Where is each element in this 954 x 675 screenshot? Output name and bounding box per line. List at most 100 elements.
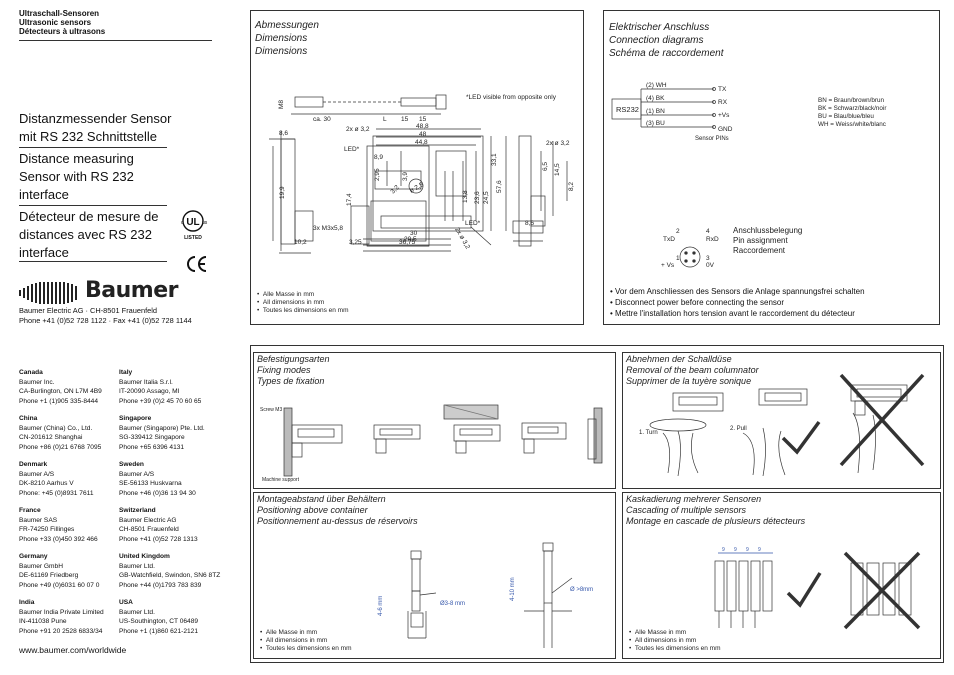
- mounting-drawings: 4-6 mm Ø3-8 mm 4-10 mm Ø >8mm: [378, 542, 593, 648]
- removal-heading: Abnehmen der Schalldüse Removal of the b…: [626, 354, 759, 386]
- removal-panel: Abnehmen der Schalldüse Removal of the b…: [622, 352, 941, 489]
- title-german: Distanzmessender Sensor mit RS 232 Schni…: [19, 111, 172, 144]
- dim-57-6: 57,6: [496, 180, 503, 193]
- dim-3-9: 3,9: [402, 172, 409, 181]
- cascading-heading: Kaskadierung mehrerer Sensoren Cascading…: [626, 494, 806, 526]
- dim-6-5: 6,5: [542, 162, 549, 171]
- dim-3-25: 3,25: [349, 239, 362, 246]
- pitch-3: 9: [746, 547, 749, 553]
- wire-wh: (2) WH: [646, 82, 667, 89]
- cascading-notes: • Alle Masse in mm • All dimensions in m…: [629, 629, 721, 653]
- dim-23-6: 23,6: [474, 191, 481, 204]
- screw-label: Screw M3: [260, 407, 283, 413]
- dim-15b: 15: [419, 116, 427, 123]
- wire-bk: (4) BK: [646, 95, 665, 102]
- pin-3: 3: [706, 255, 710, 262]
- pin-4: 4: [706, 228, 710, 235]
- document-header: Ultraschall-Sensoren Ultrasonic sensors …: [19, 9, 105, 36]
- dim-17-4: 17,4: [346, 193, 353, 206]
- note-line: • All dimensions in mm: [257, 299, 325, 306]
- company-phone: Phone +41 (0)52 728 1122 · Fax +41 (0)52…: [19, 316, 192, 325]
- bullet-item: • Mettre l'installation hors tension ava…: [610, 309, 855, 318]
- legend-bn: BN = Braun/brown/brun: [818, 97, 884, 104]
- note-line: • Alle Masse in mm: [629, 629, 687, 636]
- svg-text:LISTED: LISTED: [184, 235, 202, 241]
- mount-dim-3-8: Ø3-8 mm: [440, 601, 465, 607]
- svg-text:us: us: [202, 220, 208, 226]
- dimensions-notes: • Alle Masse in mm • All dimensions in m…: [257, 291, 349, 315]
- signal-gnd: GND: [718, 126, 733, 133]
- dimensions-panel: Abmessungen Dimensions Dimensions *LED v…: [250, 10, 584, 325]
- pin-2: 2: [676, 228, 680, 235]
- ce-mark: [187, 256, 207, 272]
- dim-ca30: ca. 30: [313, 116, 331, 123]
- electrical-panel: Elektrischer Anschluss Connection diagra…: [603, 10, 940, 325]
- mount-dim-4-6: 4-6 mm: [378, 596, 384, 616]
- dim-led: LED*: [344, 146, 360, 153]
- pin-0v: 0V: [706, 262, 715, 269]
- dim-24-5: 24,5: [483, 191, 490, 204]
- website-link[interactable]: www.baumer.com/worldwide: [19, 645, 127, 655]
- pin-assignment-heading: Anschlussbelegung Pin assignment Raccord…: [733, 226, 803, 255]
- note-line: • Toutes les dimensions en mm: [629, 645, 721, 652]
- title-rule-2: [19, 205, 167, 206]
- led-visibility-note: *LED visible from opposite only: [466, 94, 556, 101]
- header-line-1: Ultraschall-Sensoren: [19, 9, 100, 18]
- dim-hole: 2x ø 3,2: [346, 126, 370, 133]
- bullet-item: • Vor dem Anschliessen des Sensors die A…: [610, 287, 865, 296]
- pin-txd: TxD: [663, 236, 675, 243]
- note-line: • Toutes les dimensions en mm: [257, 307, 349, 314]
- header-rule: [19, 40, 212, 41]
- dim-8-9: 8,9: [374, 154, 383, 161]
- dim-8-2: 8,2: [568, 182, 575, 191]
- dim-20-5: 20,5: [404, 236, 417, 243]
- dim-l: L: [383, 116, 387, 123]
- electrical-heading: Elektrischer Anschluss Connection diagra…: [609, 22, 724, 59]
- dim-14-5: 14,5: [554, 163, 561, 176]
- title-rule-3: [19, 261, 167, 262]
- note-line: • All dimensions in mm: [629, 637, 697, 644]
- pin-1: 1: [676, 255, 680, 262]
- dim-48: 48: [419, 131, 427, 138]
- mount-dim-4-10: 4-10 mm: [510, 577, 516, 601]
- safety-bullets: • Vor dem Anschliessen des Sensors die A…: [610, 286, 865, 319]
- signal-rx: RX: [718, 99, 728, 106]
- note-line: • Alle Masse in mm: [257, 291, 315, 298]
- mounting-panel: Montageabstand über Behältern Positionin…: [253, 492, 616, 659]
- fixing-panel: Befestigungsarten Fixing modes Types de …: [253, 352, 616, 489]
- bullet-item: • Disconnect power before connecting the…: [610, 298, 785, 307]
- dim-13-8: 13,8: [462, 190, 469, 203]
- cascading-drawings: 9 9 9 9: [714, 547, 921, 630]
- dimension-drawing: M8 ca. 30 L 15 15 8,6 2x ø 3,2 48,8 48 4…: [269, 94, 575, 254]
- pitch-4: 9: [758, 547, 761, 553]
- legend-wh: WH = Weiss/white/blanc: [818, 121, 886, 128]
- dim-44-8: 44,8: [415, 139, 428, 146]
- mounting-heading: Montageabstand über Behältern Positionin…: [257, 494, 418, 526]
- dim-hole-3: 2x ø 3,2: [546, 140, 570, 147]
- title-english: Distance measuring Sensor with RS 232 in…: [19, 151, 134, 202]
- wire-bu: (3) BU: [646, 120, 665, 127]
- fixing-heading: Befestigungsarten Fixing modes Types de …: [257, 354, 330, 386]
- legend-bk: BK = Schwarz/black/noir: [818, 105, 886, 112]
- company-address: Baumer Electric AG · CH-8501 Frauenfeld: [19, 306, 158, 315]
- step-pull-label: 2. Pull: [730, 426, 747, 432]
- svg-text:UL: UL: [186, 217, 199, 228]
- logo-stripes-icon: [19, 282, 77, 304]
- dim-m8: M8: [278, 100, 285, 109]
- dim-8-6b: 8,6: [525, 220, 534, 227]
- note-line: • All dimensions in mm: [260, 637, 328, 644]
- logo-text: Baumer: [85, 278, 178, 303]
- wiring-diagram: RS232 (2) WH (4) BK (1) BN (3) BU TX RX …: [611, 82, 886, 269]
- dim-15a: 15: [401, 116, 409, 123]
- note-line: • Toutes les dimensions en mm: [260, 645, 352, 652]
- sensor-pins-label: Sensor PINs: [695, 136, 729, 142]
